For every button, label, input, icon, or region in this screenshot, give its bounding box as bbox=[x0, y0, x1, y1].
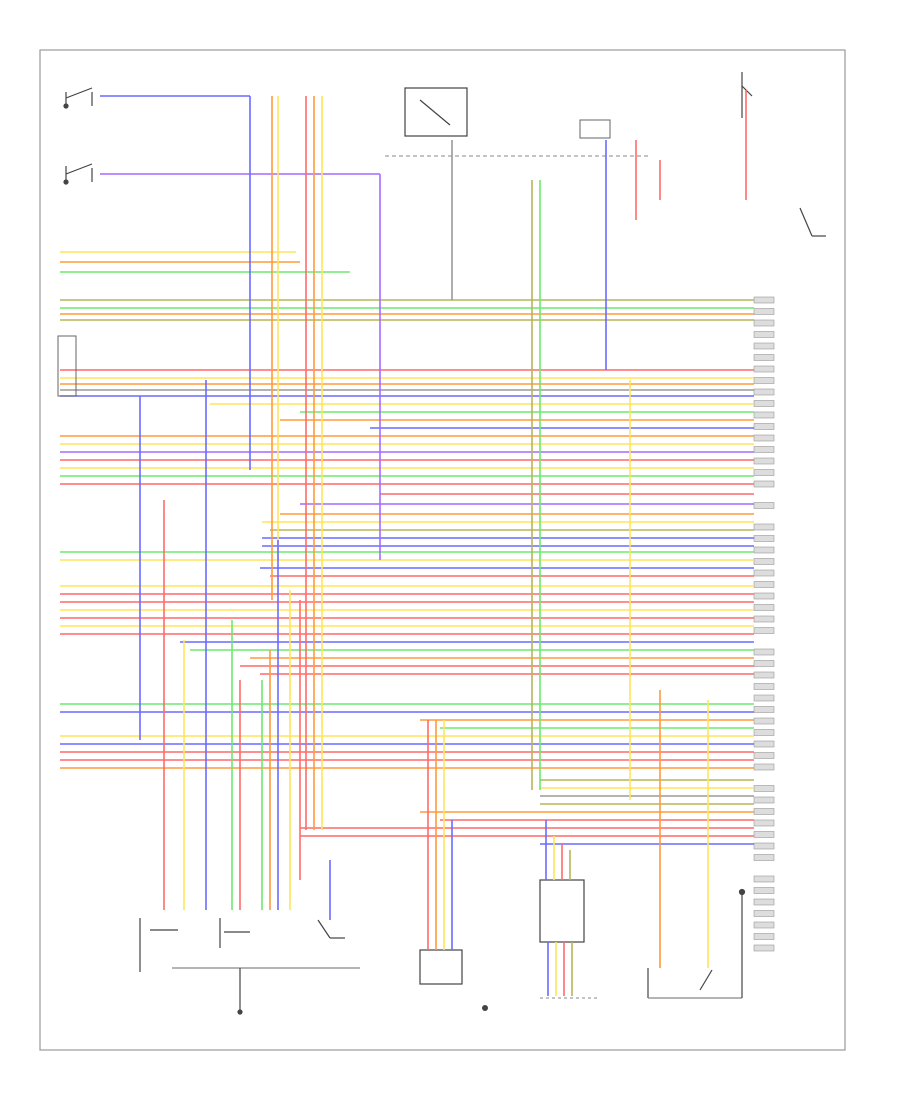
ecu-pin bbox=[753, 921, 775, 929]
left-connector bbox=[57, 335, 77, 397]
ecu-pin bbox=[753, 842, 775, 850]
ecu-pin bbox=[753, 502, 775, 509]
module-bottom-mid bbox=[539, 879, 585, 943]
ecu-pin bbox=[753, 808, 775, 815]
ecu-pin bbox=[753, 706, 775, 713]
wire-harness bbox=[60, 95, 754, 845]
ecu-pin bbox=[753, 423, 775, 430]
ecu-pin bbox=[753, 535, 775, 542]
ecu-pin bbox=[753, 887, 775, 894]
components bbox=[57, 72, 826, 1015]
ecu-pin bbox=[753, 457, 775, 465]
ecu-pin bbox=[753, 944, 775, 952]
ecu-pin bbox=[753, 683, 775, 690]
ecu-pin bbox=[753, 480, 775, 488]
ecu-pin bbox=[753, 671, 775, 679]
ecu-pin bbox=[753, 400, 775, 407]
ecu-pin bbox=[753, 604, 775, 611]
relay-box-top bbox=[404, 87, 468, 137]
ecu-pin bbox=[753, 785, 775, 792]
ecu-pin bbox=[753, 694, 775, 702]
ecu-pin bbox=[753, 546, 775, 554]
switch-top-left-1 bbox=[63, 87, 93, 109]
ecu-pin bbox=[753, 854, 775, 861]
ecu-pin bbox=[753, 933, 775, 940]
ecu-pin bbox=[753, 411, 775, 419]
ecu-pin bbox=[753, 763, 775, 771]
sensor-box-bottom bbox=[419, 949, 463, 985]
ecu-pin bbox=[753, 388, 775, 396]
diagram-frame bbox=[39, 49, 846, 1051]
ecu-pin bbox=[753, 740, 775, 748]
ecu-pin bbox=[753, 627, 775, 634]
ecu-pin bbox=[753, 660, 775, 667]
ground-point bbox=[482, 1005, 488, 1011]
ecu-pin bbox=[753, 342, 775, 350]
ecu-pin bbox=[753, 569, 775, 577]
ecu-pin bbox=[753, 898, 775, 906]
ecu-pin bbox=[753, 469, 775, 476]
ecu-pin bbox=[753, 717, 775, 725]
ecu-pin bbox=[753, 365, 775, 373]
ecu-pin bbox=[753, 875, 775, 883]
ecu-pin bbox=[753, 434, 775, 442]
ecu-pin bbox=[753, 354, 775, 361]
ecu-pin bbox=[753, 648, 775, 656]
ecu-pin bbox=[753, 752, 775, 759]
switch-group-bottom-left bbox=[139, 918, 360, 1015]
ecu-pin bbox=[753, 331, 775, 338]
ecu-pin bbox=[753, 615, 775, 623]
ecu-pin bbox=[753, 308, 775, 315]
ecu-pin bbox=[753, 592, 775, 600]
ecu-pin bbox=[753, 910, 775, 917]
ecu-pin bbox=[753, 377, 775, 384]
ecu-pin bbox=[753, 819, 775, 827]
ecu-pin bbox=[753, 729, 775, 736]
fuse-box bbox=[579, 119, 611, 139]
ecu-pin bbox=[753, 319, 775, 327]
ecu-pin bbox=[753, 558, 775, 565]
ecu-pin bbox=[753, 831, 775, 838]
vertical-wires bbox=[139, 90, 747, 996]
ecu-pin bbox=[753, 523, 775, 531]
ecu-pin bbox=[753, 796, 775, 804]
switch-group-bottom-right bbox=[647, 888, 746, 999]
switch-top-left-2 bbox=[63, 163, 93, 185]
switch-top-right bbox=[741, 72, 826, 237]
ecu-connector bbox=[753, 296, 775, 952]
ecu-pin bbox=[753, 581, 775, 588]
ecu-pin bbox=[753, 296, 775, 304]
ecu-pin bbox=[753, 446, 775, 453]
